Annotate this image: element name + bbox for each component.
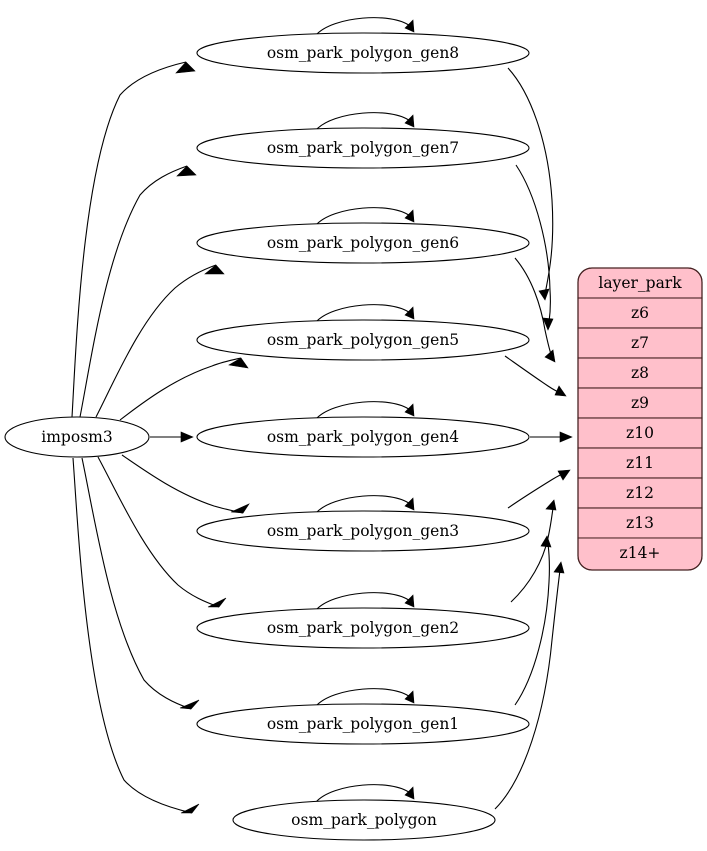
edge-imposm3-to-gen2 (97, 456, 227, 608)
row-z9[interactable] (577, 387, 703, 419)
edge-gen8-to-z6 (507, 67, 554, 301)
node-imposm3[interactable]: imposm3 (4, 416, 150, 458)
edge-gen1-to-z13 (514, 535, 552, 706)
self-loop-gen7 (315, 112, 411, 131)
row-z8-label: z8 (631, 364, 649, 382)
row-z13[interactable] (577, 507, 703, 539)
row-z6-label: z6 (631, 304, 649, 322)
self-loop-gen6 (315, 207, 411, 226)
node-gen7-label: osm_park_polygon_gen7 (267, 139, 459, 157)
self-loop-gen4 (315, 401, 411, 420)
layer-park-outline (577, 267, 703, 571)
self-loop-gen8 (315, 17, 411, 36)
node-gen1-label: osm_park_polygon_gen1 (267, 715, 459, 733)
node-gen8-label: osm_park_polygon_gen8 (267, 44, 459, 62)
row-z12[interactable] (577, 477, 703, 509)
node-gen6-label: osm_park_polygon_gen6 (267, 234, 459, 252)
self-loop-base (315, 784, 411, 803)
self-loop-gen2 (315, 592, 411, 611)
row-z7-label: z7 (631, 334, 649, 352)
node-imposm3-label: imposm3 (41, 428, 112, 446)
edges-from-imposm3 (71, 61, 250, 814)
row-z9-label: z9 (631, 394, 649, 412)
self-loop-gen3 (315, 495, 411, 514)
row-z11-label: z11 (626, 454, 654, 472)
edge-imposm3-to-gen1 (81, 457, 200, 710)
edge-imposm3-to-gen7 (79, 165, 197, 418)
row-z14plus-label: z14+ (620, 544, 661, 562)
node-layer-park-table[interactable]: layer_park z6 z7 z8 z9 z10 z11 z12 z13 z… (577, 267, 703, 571)
row-z13-label: z13 (626, 514, 654, 532)
edge-imposm3-to-gen6 (95, 264, 225, 418)
edge-gen6-to-z8 (514, 257, 556, 363)
node-gen1[interactable]: osm_park_polygon_gen1 (196, 688, 530, 745)
self-loop-gen5 (315, 304, 411, 323)
edge-imposm3-to-gen3 (121, 454, 250, 514)
node-osm-park-polygon-label: osm_park_polygon (291, 811, 437, 829)
node-gen3-label: osm_park_polygon_gen3 (267, 522, 459, 540)
row-z12-label: z12 (626, 484, 654, 502)
node-osm-park-polygon[interactable]: osm_park_polygon (232, 784, 496, 841)
edge-gen7-to-z7 (515, 164, 554, 331)
node-gen8[interactable]: osm_park_polygon_gen8 (196, 17, 530, 74)
edges-to-layer-park (494, 67, 573, 810)
node-gen4-label: osm_park_polygon_gen4 (267, 428, 459, 446)
edge-imposm3-to-gen5 (119, 357, 249, 421)
layer-park-header-label: layer_park (598, 274, 682, 292)
edge-imposm3-to-gen4 (150, 431, 194, 443)
row-z10-label: z10 (626, 424, 654, 442)
node-gen2-label: osm_park_polygon_gen2 (267, 619, 459, 637)
edge-base-to-z14p (494, 561, 565, 810)
node-gen6[interactable]: osm_park_polygon_gen6 (196, 207, 530, 264)
edge-gen5-to-z9 (504, 355, 567, 397)
node-gen2[interactable]: osm_park_polygon_gen2 (196, 592, 530, 649)
self-loop-gen1 (315, 688, 411, 707)
node-gen5-label: osm_park_polygon_gen5 (267, 331, 459, 349)
node-gen5[interactable]: osm_park_polygon_gen5 (196, 304, 530, 361)
edge-gen4-to-z10 (530, 431, 573, 443)
node-gen4[interactable]: osm_park_polygon_gen4 (196, 401, 530, 458)
node-gen7[interactable]: osm_park_polygon_gen7 (196, 112, 530, 169)
graph-nodes: imposm3 osm_park_polygon_gen8 osm_park_p… (4, 17, 530, 841)
node-gen3[interactable]: osm_park_polygon_gen3 (196, 495, 530, 552)
edge-imposm3-to-gen8 (71, 61, 196, 418)
edge-imposm3-to-base (72, 457, 200, 814)
edge-gen3-to-z11 (507, 469, 571, 509)
